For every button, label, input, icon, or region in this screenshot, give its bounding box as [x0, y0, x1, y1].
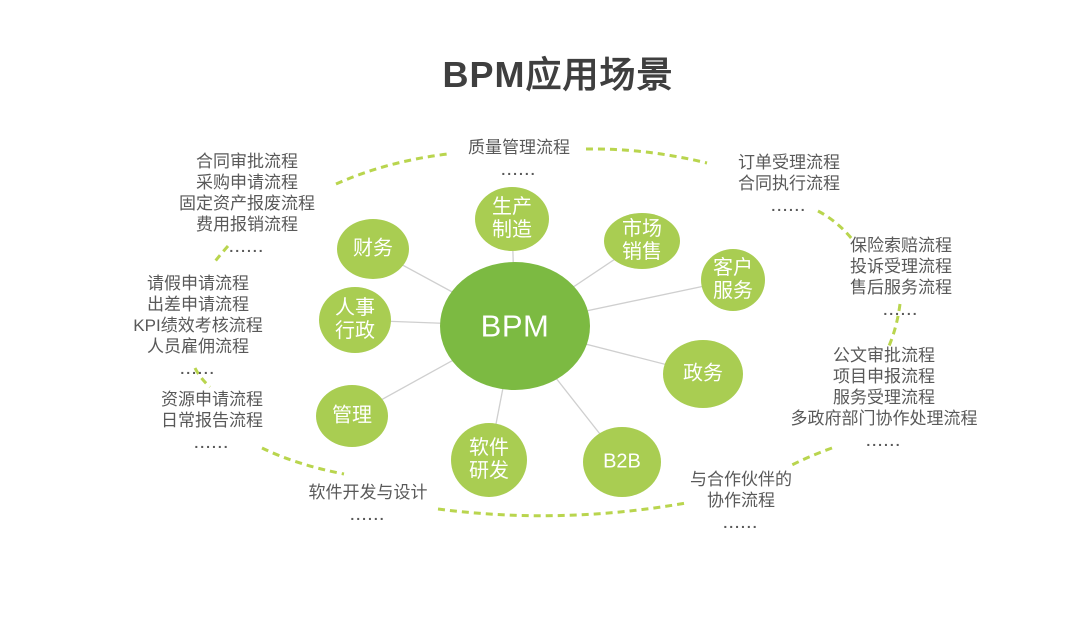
text-line: 协作流程: [707, 491, 775, 510]
page-title: BPM应用场景: [442, 54, 674, 95]
bubble-label-hr-admin: 人事行政: [335, 297, 375, 343]
process-lines: 软件开发与设计: [309, 482, 428, 503]
bubble-label-b2b: B2B: [603, 451, 641, 474]
text-line: 销售: [622, 241, 662, 263]
text-line: 政务: [683, 362, 723, 385]
process-group-quality: 质量管理流程 ......: [468, 137, 570, 177]
process-group-sales: 订单受理流程合同执行流程 ......: [738, 152, 840, 213]
text-line: 资源申请流程: [161, 390, 263, 409]
text-line: 投诉受理流程: [850, 257, 952, 276]
process-lines: 合同审批流程采购申请流程固定资产报废流程费用报销流程: [179, 151, 315, 235]
process-lines: 资源申请流程日常报告流程: [161, 389, 263, 431]
text-line: 生产: [492, 196, 532, 218]
text-line: 市场: [622, 218, 662, 240]
bubble-customer-service: [701, 249, 765, 311]
process-lines: 订单受理流程合同执行流程: [738, 152, 840, 194]
text-line: 请假申请流程: [147, 274, 249, 293]
more-dots: ......: [194, 435, 230, 451]
text-line: 费用报销流程: [196, 215, 298, 234]
more-dots: ......: [883, 302, 919, 318]
process-group-finance: 合同审批流程采购申请流程固定资产报废流程费用报销流程 ......: [179, 151, 315, 254]
dashed-arc-bottom: [437, 501, 687, 518]
process-lines: 保险索赔流程投诉受理流程售后服务流程: [850, 235, 952, 298]
bubble-label-software-rd: 软件研发: [469, 437, 509, 483]
text-line: 合同审批流程: [196, 152, 298, 171]
bubble-label-finance: 财务: [353, 238, 393, 261]
bubble-b2b: [583, 427, 661, 497]
text-line: B2B: [603, 450, 641, 473]
bubble-label-government: 政务: [683, 363, 723, 386]
text-line: 采购申请流程: [196, 173, 298, 192]
more-dots: ......: [350, 507, 386, 523]
dashed-arc-right-upper: [817, 209, 854, 240]
bubble-label-marketing-sales: 市场销售: [622, 218, 662, 264]
text-line: 项目申报流程: [833, 367, 935, 386]
dashed-arc-top-right: [585, 147, 708, 165]
text-line: 制造: [492, 219, 532, 241]
bubble-label-production: 生产制造: [492, 196, 532, 242]
more-dots: ......: [771, 198, 807, 214]
text-line: 保险索赔流程: [850, 236, 952, 255]
text-line: 行政: [335, 320, 375, 342]
dashed-arc-left-upper: [211, 245, 230, 265]
process-group-software: 软件开发与设计 ......: [309, 482, 428, 522]
more-dots: ......: [180, 361, 216, 377]
more-dots: ......: [229, 239, 265, 255]
text-line: 多政府部门协作处理流程: [790, 409, 978, 428]
text-line: 出差申请流程: [147, 295, 249, 314]
bubble-label-bpm: BPM: [480, 308, 550, 344]
dashed-arc-right-middle: [887, 303, 902, 347]
text-line: 合同执行流程: [738, 174, 840, 193]
bubble-hr-admin: [319, 287, 391, 353]
text-line: 人事: [335, 297, 375, 319]
text-line: 售后服务流程: [850, 278, 952, 297]
more-dots: ......: [723, 515, 759, 531]
text-line: 服务受理流程: [833, 388, 935, 407]
bubble-marketing-sales: [604, 213, 680, 269]
text-line: 客户: [713, 257, 753, 279]
text-line: 质量管理流程: [468, 138, 570, 157]
text-line: 与合作伙伴的: [690, 470, 792, 489]
process-lines: 请假申请流程出差申请流程 KPI绩效考核流程人员雇佣流程: [133, 273, 262, 357]
bubble-finance: [337, 219, 409, 279]
process-lines: 质量管理流程: [468, 137, 570, 158]
text-line: 固定资产报废流程: [179, 194, 315, 213]
text-line: 日常报告流程: [161, 411, 263, 430]
text-line: 财务: [353, 237, 393, 260]
process-group-government: 公文审批流程项目申报流程服务受理流程多政府部门协作处理流程 ......: [791, 345, 978, 448]
text-line: 软件开发与设计: [308, 483, 428, 502]
bubble-label-customer-service: 客户服务: [713, 257, 753, 303]
text-line: 服务: [713, 280, 753, 302]
dashed-arc-top-left: [335, 152, 449, 186]
bubble-production: [475, 187, 549, 251]
text-line: 公文审批流程: [833, 346, 935, 365]
process-lines: 公文审批流程项目申报流程服务受理流程多政府部门协作处理流程: [791, 345, 978, 429]
process-group-hr: 请假申请流程出差申请流程 KPI绩效考核流程人员雇佣流程 ......: [133, 273, 262, 376]
text-line: 人员雇佣流程: [147, 337, 249, 356]
dashed-arc-right-lower: [787, 446, 833, 469]
bubble-government: [663, 340, 743, 408]
more-dots: ......: [501, 162, 537, 178]
process-group-partner: 与合作伙伴的协作流程 ......: [690, 469, 792, 530]
bubbles: [316, 187, 765, 497]
text-line: 订单受理流程: [738, 153, 840, 172]
text-line: KPI绩效考核流程: [133, 316, 263, 335]
dashed-arc-bottom-left: [261, 446, 345, 476]
text-line: 管理: [332, 404, 372, 427]
process-group-management: 资源申请流程日常报告流程 ......: [161, 389, 263, 450]
bubble-software-rd: [451, 423, 527, 497]
bubble-label-management: 管理: [332, 405, 372, 428]
text-line: 软件: [469, 437, 509, 459]
more-dots: ......: [866, 433, 902, 449]
dashed-arc-left-lower: [193, 367, 212, 389]
text-line: 研发: [469, 460, 509, 482]
process-lines: 与合作伙伴的协作流程: [690, 469, 792, 511]
bubble-management: [316, 385, 388, 447]
bubble-bpm-center: [440, 262, 590, 390]
dashed-boundary-arcs: [193, 147, 902, 518]
process-group-service: 保险索赔流程投诉受理流程售后服务流程 ......: [850, 235, 952, 317]
